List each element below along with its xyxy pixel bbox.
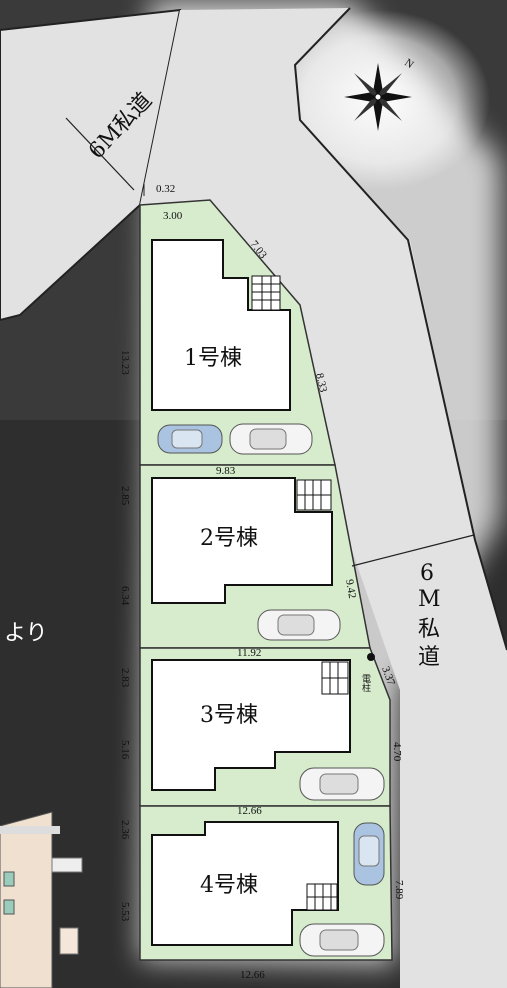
left-road-width-marker <box>65 117 135 191</box>
right-road-label-2: M <box>418 587 441 612</box>
building-2-label: 2号棟 <box>200 526 258 551</box>
building-3 <box>151 659 351 791</box>
lot-2-dim-left-b: 6.34 <box>119 586 131 606</box>
lot-3-dim-left-b: 5.16 <box>119 740 131 760</box>
utility-pole-label: 電柱 <box>360 674 371 692</box>
lot-1-divider-dim: 9.83 <box>216 465 236 477</box>
car-1b <box>229 423 313 455</box>
dim-top-corner: 0.32 <box>156 183 175 195</box>
dim-top: 3.00 <box>163 210 183 222</box>
dim-right2: 9.42 <box>343 578 358 599</box>
right-road-label-3: 私 <box>418 617 440 642</box>
lot-4-divider-dim: 12.66 <box>240 969 265 981</box>
lot-4-dim-left-b: 5.53 <box>119 902 131 922</box>
car-3 <box>299 767 385 801</box>
compass-rose-icon <box>344 63 412 131</box>
lot-3-divider-dim: 12.66 <box>237 805 262 817</box>
building-4 <box>151 821 339 946</box>
dim-right5: 7.89 <box>393 880 405 900</box>
lot-2-divider-dim: 11.92 <box>237 647 261 659</box>
left-road <box>0 8 182 322</box>
side-caption: より <box>4 621 48 646</box>
lot-3-dim-left-a: 2.83 <box>119 668 131 688</box>
lot-4-dim-left-a: 2.36 <box>119 820 131 840</box>
stair-hatch-3 <box>321 661 349 695</box>
car-1a <box>157 424 223 454</box>
stair-hatch-2 <box>296 479 332 511</box>
building-1 <box>151 239 291 411</box>
dim-right1: 8.33 <box>313 372 329 394</box>
right-road-width-marker <box>351 534 475 567</box>
building-3-label: 3号棟 <box>200 703 258 728</box>
lot-2-dim-left-a: 2.85 <box>119 486 131 506</box>
car-2 <box>257 609 341 641</box>
neighbor-house <box>0 811 83 988</box>
car-4a <box>353 822 385 886</box>
car-4b <box>299 923 385 957</box>
building-2 <box>151 477 333 604</box>
right-road-label-4: 道 <box>418 645 440 670</box>
lot-1-dim-left: 13.23 <box>119 350 131 375</box>
stair-hatch-1 <box>251 275 281 311</box>
right-road-label-1: 6 <box>420 561 434 586</box>
road-edge <box>293 7 507 651</box>
stair-hatch-4 <box>306 883 338 911</box>
building-1-label: 1号棟 <box>184 346 242 371</box>
dim-right4: 4.70 <box>391 742 403 762</box>
utility-pole-icon <box>367 653 375 661</box>
building-4-label: 4号棟 <box>200 873 258 898</box>
